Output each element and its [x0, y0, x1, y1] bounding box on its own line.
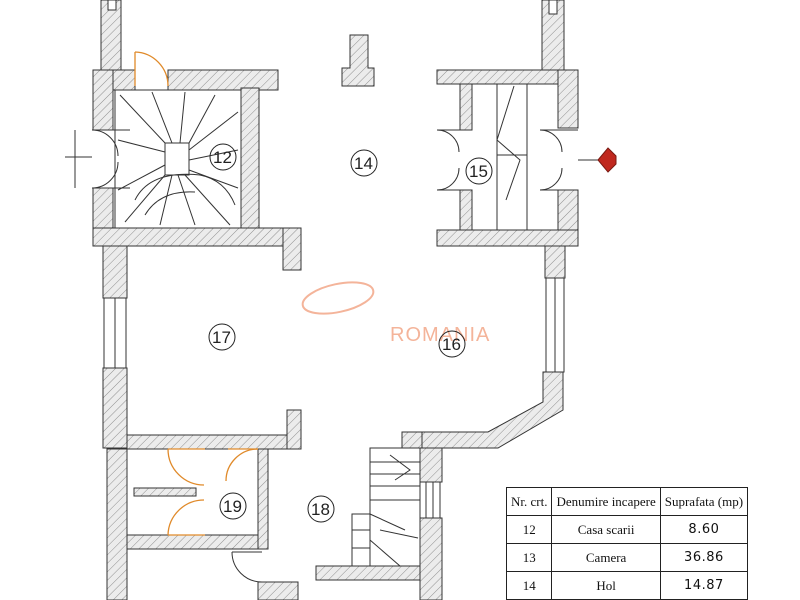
wall-segment — [106, 448, 128, 600]
door — [65, 129, 130, 189]
watermark-logo-icon — [301, 281, 375, 315]
wall-segment — [102, 245, 128, 299]
wall-segment — [544, 245, 566, 279]
entry-arrow-icon — [597, 147, 617, 173]
door — [436, 129, 598, 191]
column-header-name: Denumire incapere — [551, 487, 661, 516]
cell-nr: 14 — [505, 571, 553, 600]
cell-area: 8.60 — [659, 515, 749, 544]
wall-segment — [92, 227, 302, 247]
windows — [103, 0, 565, 519]
svg-text:12: 12 — [213, 148, 232, 167]
door — [167, 448, 259, 536]
room-label-18: 18 — [307, 495, 335, 523]
cell-name: Camera — [551, 543, 661, 572]
walls — [92, 0, 579, 600]
wall-segment — [282, 227, 302, 271]
cell-nr: 12 — [505, 515, 553, 544]
watermark-text: ROMANIA — [390, 324, 490, 346]
cell-area: 14.87 — [659, 571, 749, 600]
wall-segment — [436, 229, 579, 247]
room-label-12: 12 — [209, 143, 237, 171]
column-header-nr: Nr. crt. — [505, 487, 553, 516]
table-row: 12 Casa scarii 8.60 — [505, 515, 749, 544]
window — [548, 0, 558, 15]
room-label-17: 17 — [208, 323, 236, 351]
wall-segment — [315, 565, 423, 581]
room-labels: 12 14 15 16 17 18 19 — [208, 143, 493, 523]
wall-segment — [167, 69, 279, 91]
svg-text:16: 16 — [442, 335, 461, 354]
svg-text:17: 17 — [212, 328, 231, 347]
room-label-16: 16 — [438, 330, 466, 358]
table-header-row: Nr. crt. Denumire incapere Suprafata (mp… — [505, 487, 749, 516]
cell-area: 36.86 — [659, 543, 749, 572]
wall-segment — [102, 367, 128, 449]
room-label-19: 19 — [219, 492, 247, 520]
wall-segment — [341, 34, 375, 87]
door — [231, 551, 263, 583]
wall-segment — [126, 434, 302, 450]
wall-segment — [419, 371, 564, 449]
staircase-13 — [351, 447, 421, 567]
staircase-12 — [114, 89, 242, 229]
wall-segment — [419, 517, 443, 600]
wall-segment — [92, 69, 114, 131]
svg-text:19: 19 — [223, 497, 242, 516]
room-15-shaft — [496, 84, 528, 230]
wall-segment — [459, 83, 473, 131]
door — [134, 51, 169, 87]
wall-segment — [100, 0, 122, 73]
wall-segment — [286, 409, 302, 450]
wall-segment — [436, 69, 568, 85]
room-label-14: 14 — [350, 149, 378, 177]
wall-segment — [257, 448, 269, 550]
wall-segment — [257, 581, 299, 600]
wall-segment — [419, 447, 443, 483]
svg-text:18: 18 — [311, 500, 330, 519]
cell-nr: 13 — [505, 543, 553, 572]
wall-segment — [133, 487, 197, 497]
wall-segment — [557, 69, 579, 129]
table-row: 14 Hol 14.87 — [505, 571, 749, 600]
wall-segment — [240, 87, 260, 229]
window — [107, 0, 117, 11]
cell-name: Hol — [551, 571, 661, 600]
table-row: 13 Camera 36.86 — [505, 543, 749, 572]
cell-name: Casa scarii — [551, 515, 661, 544]
room-area-table: Nr. crt. Denumire incapere Suprafata (mp… — [505, 487, 749, 600]
room-label-15: 15 — [465, 157, 493, 185]
wall-segment — [459, 189, 473, 231]
column-header-area: Suprafata (mp) — [659, 487, 749, 516]
svg-text:15: 15 — [469, 162, 488, 181]
doors — [65, 51, 598, 583]
svg-text:14: 14 — [354, 154, 373, 173]
wall-segment — [126, 534, 264, 550]
